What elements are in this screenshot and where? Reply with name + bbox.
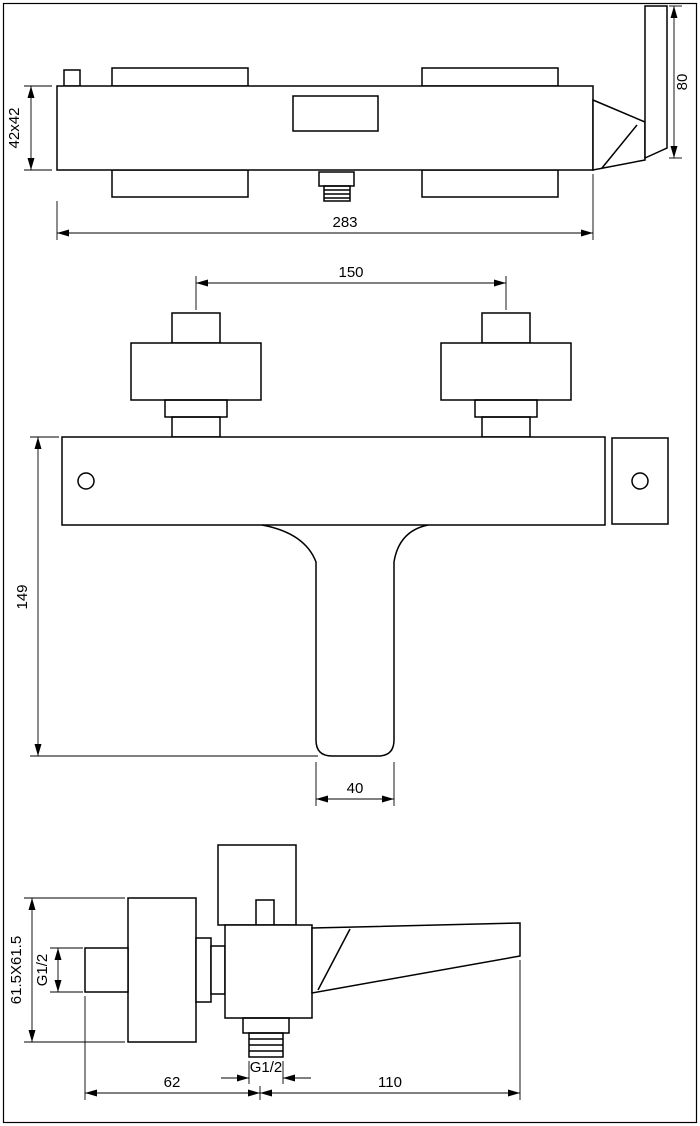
aerator-side	[242, 1017, 290, 1034]
dim-spout-width-label: 40	[347, 780, 364, 797]
dim-spout-to-handle-label: 110	[378, 1074, 402, 1091]
diverter-knob-top	[292, 95, 379, 132]
right-inlet-neck	[481, 416, 531, 438]
left-escutcheon-top	[111, 67, 249, 87]
handle-cap-front	[611, 437, 669, 525]
inlet-connector-side	[84, 947, 129, 993]
top-view: 42x42 283 80	[6, 5, 691, 240]
aerator-top	[318, 171, 355, 187]
dim-inlet-thread-label: G1/2	[34, 954, 51, 987]
side-view: 61.5X61.5 G1/2 G1/2 62 110	[8, 844, 521, 1100]
dim-overall-length-label: 283	[332, 214, 357, 231]
body-step-a	[195, 937, 212, 1003]
right-inlet-step	[474, 399, 538, 418]
handle-lever-side	[311, 922, 521, 994]
right-escutcheon-front	[440, 342, 572, 401]
dim-spout-thread-label: G1/2	[250, 1059, 283, 1076]
dim-body-section-label: 42x42	[6, 108, 23, 149]
right-screw-hole	[631, 472, 649, 490]
front-view: 150 149 40	[14, 264, 669, 806]
left-screw-hole	[77, 472, 95, 490]
spout-front	[261, 524, 429, 757]
body-step-b	[210, 945, 226, 995]
left-escutcheon-front	[130, 342, 262, 401]
escutcheon-side	[127, 897, 197, 1043]
right-escutcheon-bottom	[421, 169, 559, 198]
left-inlet-nut	[171, 312, 221, 344]
dim-overall-height-label: 149	[14, 584, 31, 609]
faucet-body-front	[61, 436, 606, 526]
diverter-tab	[63, 69, 81, 87]
faucet-body-side	[224, 924, 313, 1019]
left-escutcheon-bottom	[111, 169, 249, 198]
handle-lever-top	[644, 5, 668, 160]
dim-escutcheon-size-label: 61.5X61.5	[8, 936, 25, 1004]
handle-joint-top	[592, 98, 646, 171]
left-inlet-neck	[171, 416, 221, 438]
dim-handle-length-label: 80	[674, 74, 691, 91]
dim-wall-to-spout-label: 62	[164, 1074, 181, 1091]
right-inlet-nut	[481, 312, 531, 344]
diverter-tab-side	[255, 899, 275, 926]
left-inlet-step	[164, 399, 228, 418]
faucet-body-top	[56, 85, 594, 171]
right-escutcheon-top	[421, 67, 559, 87]
dim-inlet-centers-label: 150	[338, 264, 363, 281]
